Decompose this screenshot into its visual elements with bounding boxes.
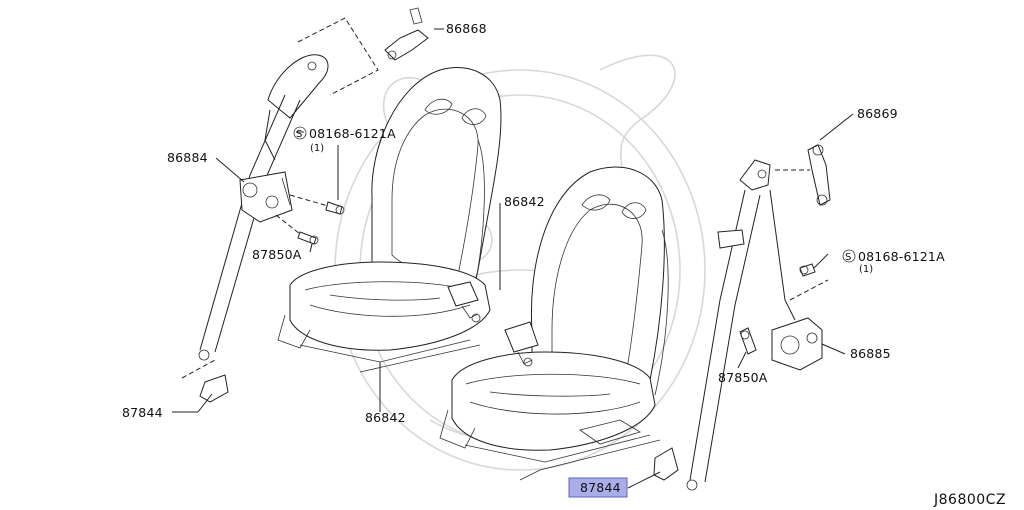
qty-right: (1) — [859, 264, 873, 275]
callout-87844-left[interactable]: 87844 — [122, 405, 163, 420]
callout-highlight — [568, 477, 628, 498]
callout-87850a-right[interactable]: 87850A — [718, 370, 768, 385]
callout-08168-6121a-left[interactable]: 08168-6121A — [309, 126, 396, 141]
bolt-symbol-right: S — [842, 249, 856, 263]
qty-left: (1) — [310, 143, 324, 154]
left-belt-assembly — [181, 7, 429, 403]
callout-86868[interactable]: 86868 — [446, 21, 487, 36]
bolt-symbol-left: S — [293, 126, 307, 140]
s-mark-left: S — [296, 129, 302, 140]
leader-lines — [172, 28, 854, 489]
callout-86842-upper[interactable]: 86842 — [504, 194, 545, 209]
callout-86869[interactable]: 86869 — [857, 106, 898, 121]
diagram-code: J86800CZ — [933, 492, 1006, 508]
callout-86884[interactable]: 86884 — [167, 150, 208, 165]
callout-08168-6121a-right[interactable]: 08168-6121A — [858, 249, 945, 264]
callout-86842-lower[interactable]: 86842 — [365, 410, 406, 425]
callout-86885[interactable]: 86885 — [850, 346, 891, 361]
left-seat — [277, 67, 502, 373]
s-mark-right: S — [845, 252, 851, 263]
right-belt-assembly — [653, 144, 831, 491]
right-seat — [439, 166, 669, 481]
callout-87850a-left[interactable]: 87850A — [252, 247, 302, 262]
callout-87844-right[interactable]: 87844 — [580, 480, 621, 495]
